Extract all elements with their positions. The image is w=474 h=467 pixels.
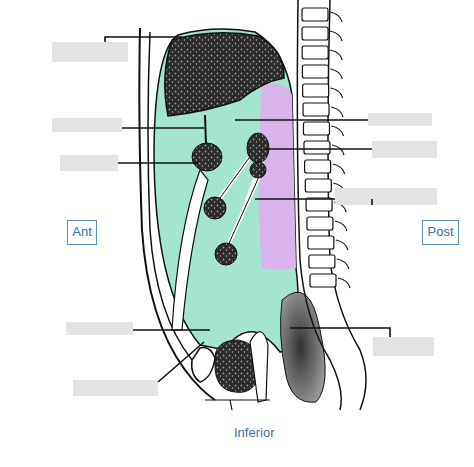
direction-box: Ant (67, 220, 97, 245)
leader-line (105, 37, 390, 382)
direction-text: Post (427, 225, 453, 239)
direction-label: Inferior (234, 425, 274, 440)
blank-label-box (52, 42, 437, 396)
direction-box: Post (422, 220, 459, 245)
direction-text: Ant (72, 225, 92, 239)
